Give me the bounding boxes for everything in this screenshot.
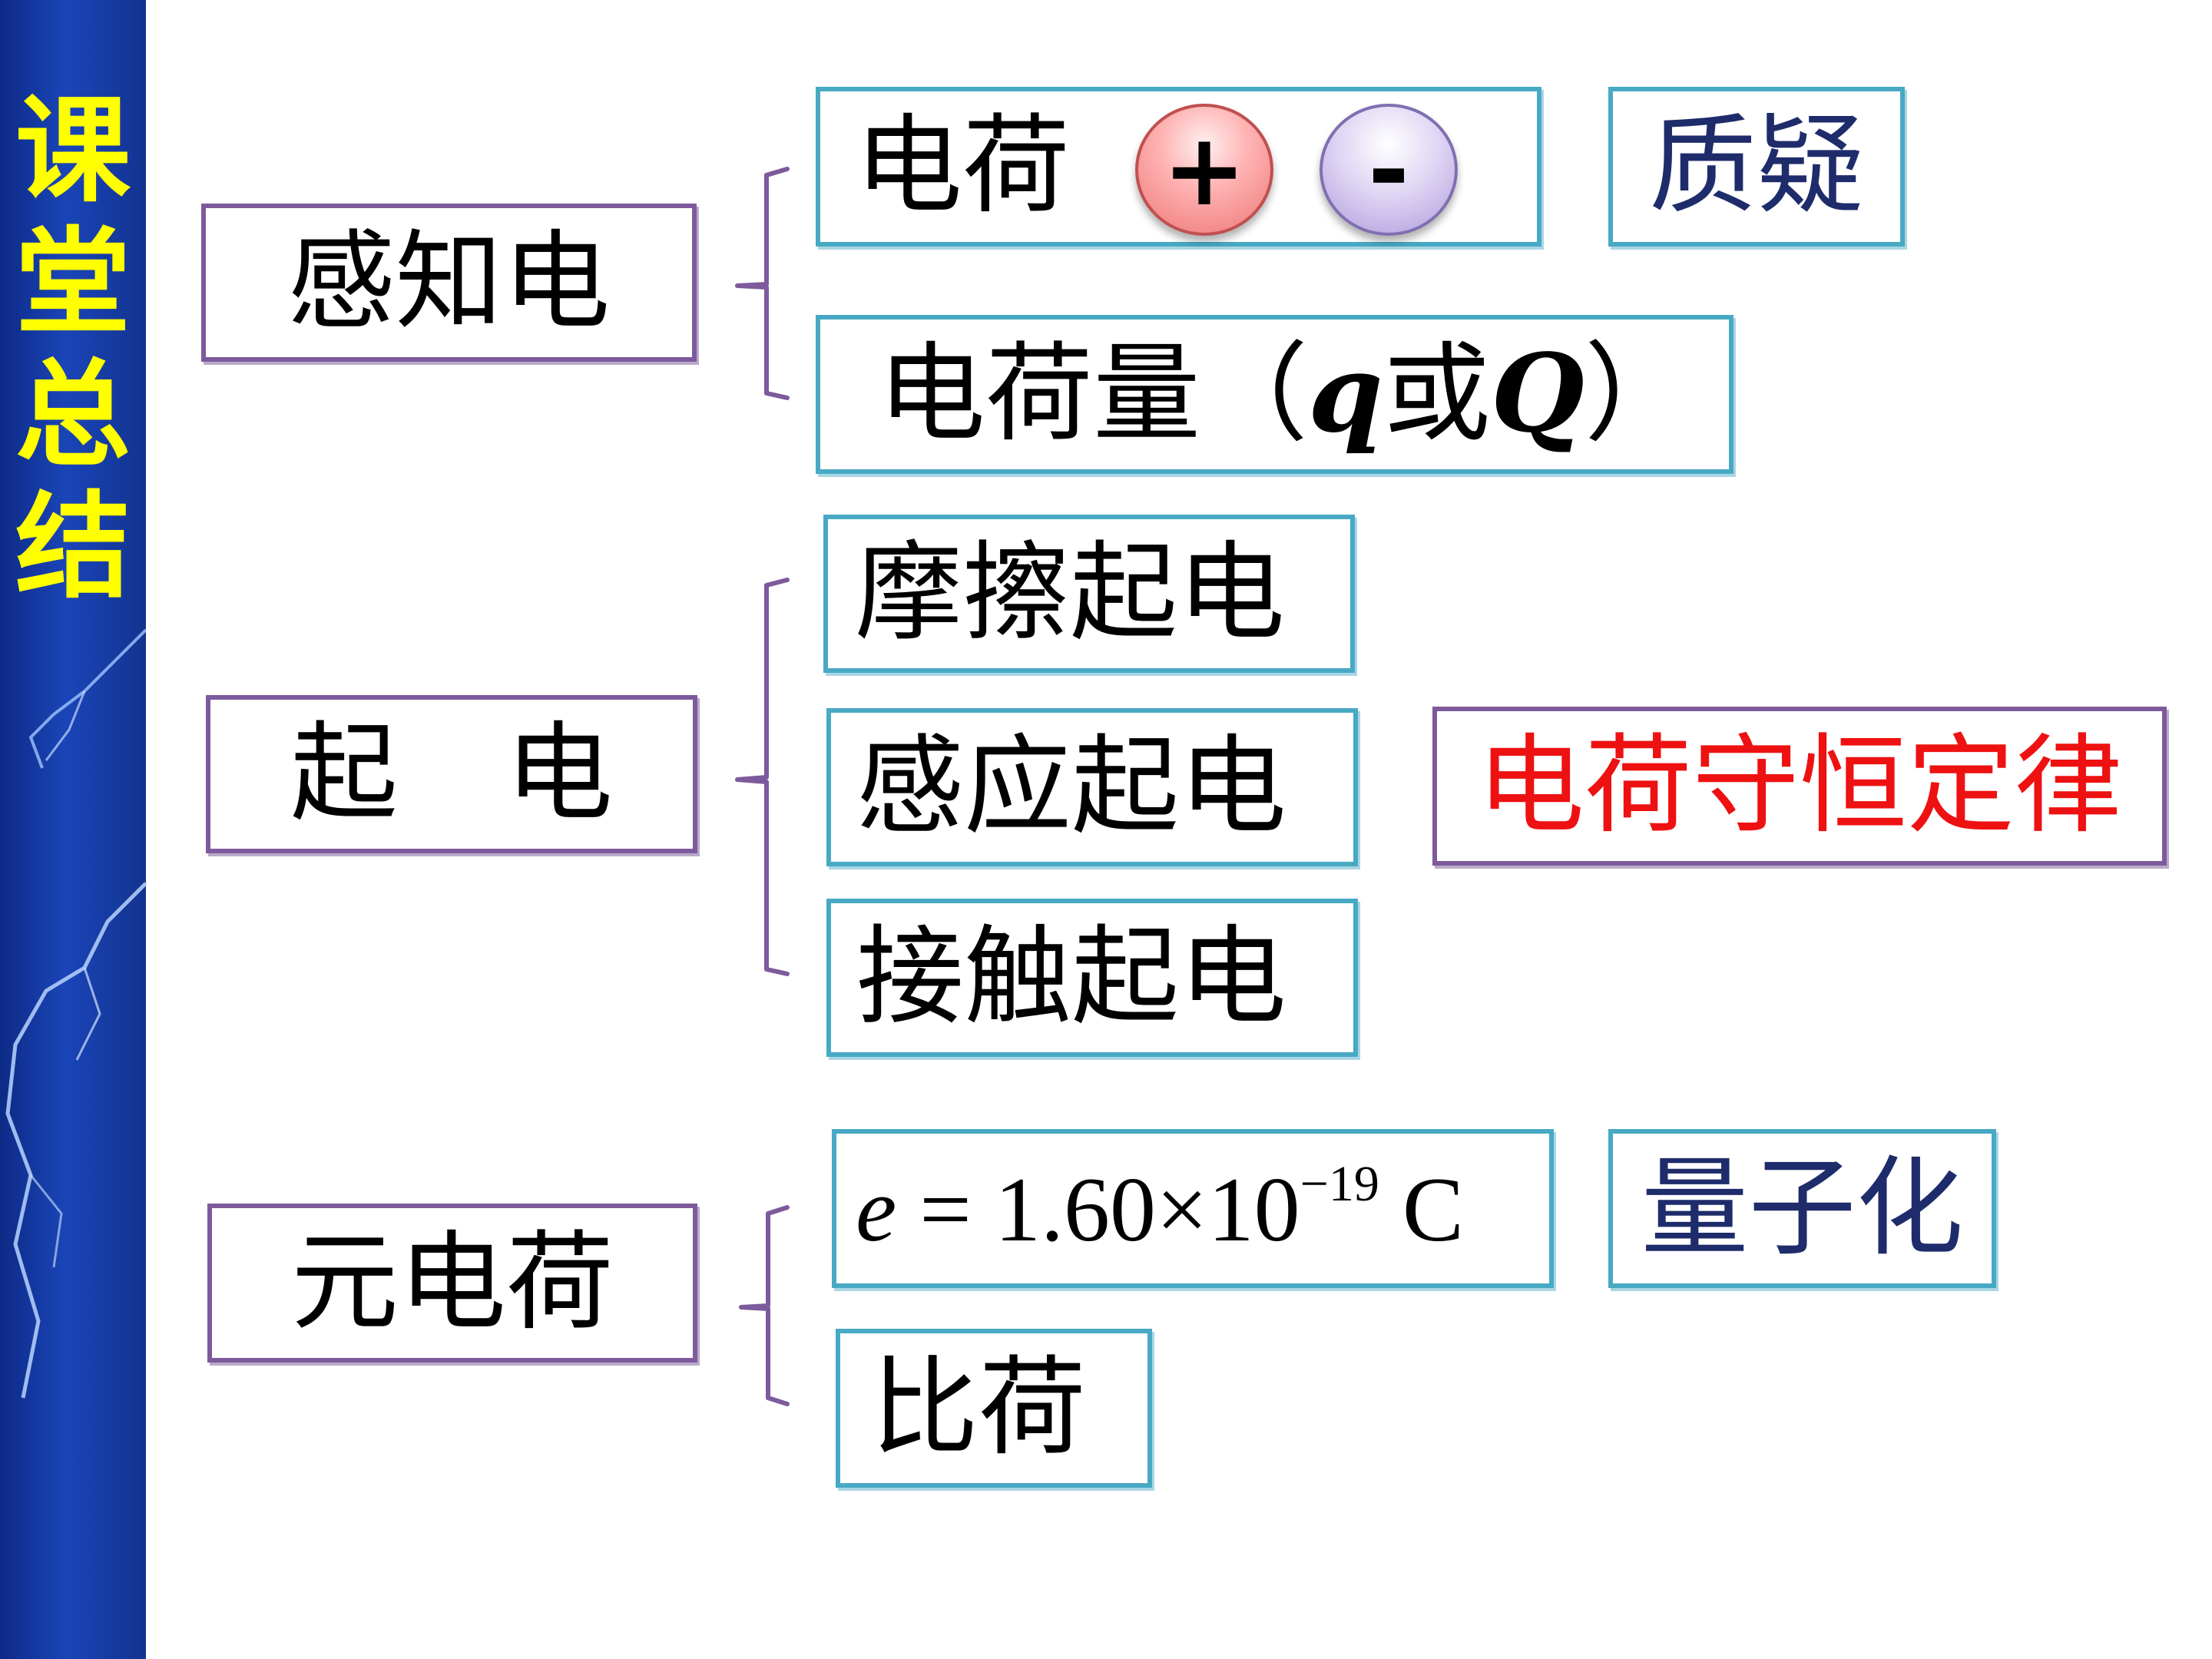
friction-electrify-label: 摩擦起电 — [855, 540, 1285, 647]
negative-charge-icon: - — [1320, 104, 1458, 236]
brace-electrify — [737, 580, 787, 974]
charge-conservation-label: 电荷守恒定律 — [1477, 733, 2122, 840]
elementary-charge-label: 元电荷 — [291, 1230, 614, 1337]
quantization-label: 量子化 — [1641, 1155, 1963, 1263]
elementary-charge-formula-box: e = 1.60×10−19 C — [832, 1129, 1554, 1288]
charge-quantity-label: 电荷量（q或Q） — [878, 340, 1692, 449]
quantity-symbol-q: q — [1308, 331, 1383, 457]
charge-box: 电荷 + - — [816, 87, 1541, 247]
positive-charge-icon: + — [1135, 104, 1273, 236]
elementary-charge-formula: e = 1.60×10−19 C — [856, 1155, 1464, 1263]
friction-electrify-box: 摩擦起电 — [823, 515, 1355, 673]
electrify-box: 起 电 — [206, 695, 697, 853]
induction-electrify-box: 感应起电 — [826, 708, 1358, 866]
contact-electrify-box: 接触起电 — [826, 899, 1358, 1057]
electrify-label: 起 电 — [290, 720, 613, 828]
specific-charge-box: 比荷 — [836, 1329, 1152, 1488]
sense-electricity-box: 感知电 — [201, 204, 697, 362]
charge-conservation-box: 电荷守恒定律 — [1432, 707, 2167, 866]
question-label: 质疑 — [1649, 113, 1864, 220]
charge-label: 电荷 — [855, 113, 1070, 220]
induction-electrify-label: 感应起电 — [856, 733, 1286, 841]
elementary-charge-box: 元电荷 — [207, 1204, 697, 1363]
quantization-box: 量子化 — [1608, 1129, 1996, 1288]
sense-electricity-label: 感知电 — [287, 229, 610, 336]
question-box: 质疑 — [1608, 87, 1905, 247]
brace-elementary — [741, 1207, 787, 1404]
contact-electrify-label: 接触起电 — [856, 924, 1286, 1031]
charge-quantity-box: 电荷量（q或Q） — [816, 315, 1734, 474]
specific-charge-label: 比荷 — [871, 1355, 1086, 1462]
quantity-symbol-Q: Q — [1491, 331, 1584, 457]
brace-sense — [737, 169, 787, 398]
